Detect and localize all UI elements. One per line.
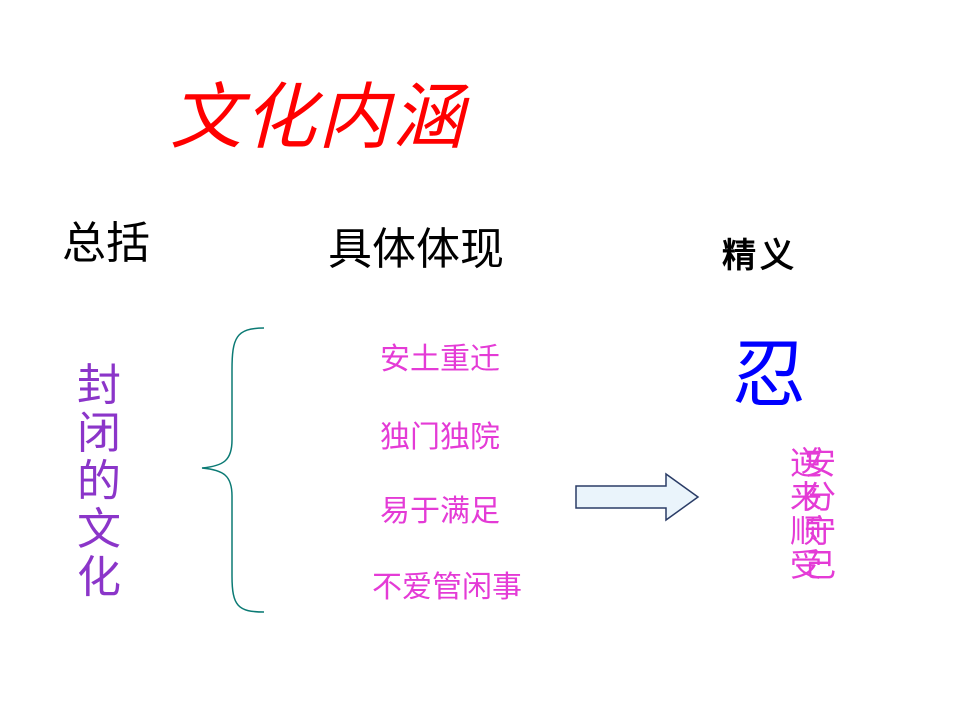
curly-brace — [201, 327, 265, 613]
manifestation-item: 安土重迁 — [380, 342, 500, 377]
essence-sub-a: 逆 来 顺 受 — [776, 446, 836, 582]
summary-char: 封 — [77, 360, 121, 411]
essence-sub-b: 安 分 守 己 — [790, 446, 850, 582]
header-essence: 精义 — [722, 236, 798, 276]
essence-sub-char: 受 — [789, 546, 822, 584]
slide-title: 文化内涵 — [170, 75, 467, 159]
manifestation-item: 独门独院 — [380, 420, 500, 455]
essence-main: 忍 — [732, 332, 806, 418]
right-arrow — [575, 472, 700, 522]
essence-sub-char: 安 — [803, 444, 836, 482]
summary-char: 的 — [77, 456, 121, 507]
essence-sub-char: 逆 — [789, 444, 822, 482]
header-manifestation: 具体体现 — [328, 224, 504, 275]
essence-sub-char: 分 — [803, 478, 836, 516]
header-summary: 总括 — [62, 218, 150, 269]
manifestation-item: 易于满足 — [380, 494, 500, 529]
summary-char: 文 — [77, 504, 121, 555]
essence-sub-char: 来 — [789, 478, 822, 516]
essence-sub-char: 己 — [803, 546, 836, 584]
manifestation-item: 不爱管闲事 — [372, 570, 522, 605]
summary-char: 化 — [77, 552, 121, 603]
summary-vertical-text: 封 闭 的 文 化 — [74, 362, 124, 602]
essence-sub-char: 顺 — [789, 512, 822, 550]
essence-sub-char: 守 — [803, 512, 836, 550]
summary-char: 闭 — [77, 408, 121, 459]
